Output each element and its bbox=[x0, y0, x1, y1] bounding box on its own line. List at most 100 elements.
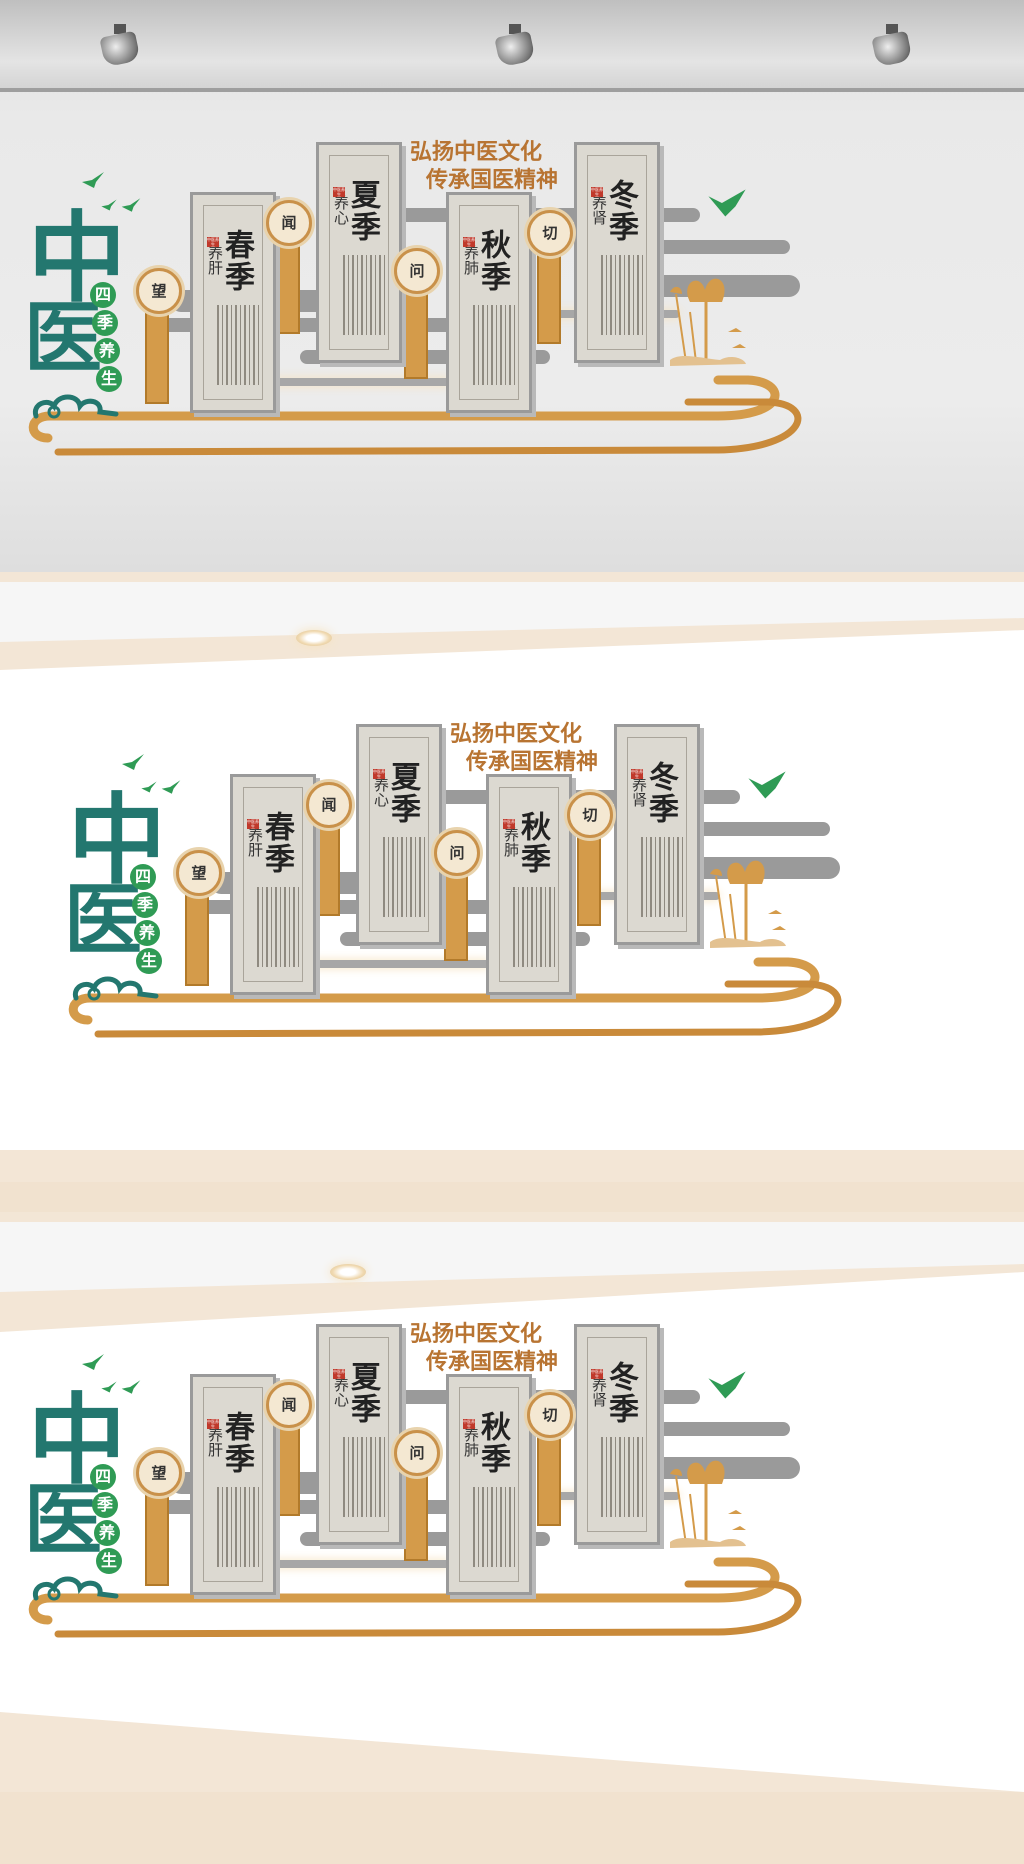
slogan-line-1: 弘扬中医文化 bbox=[410, 1322, 543, 1347]
rail-bar bbox=[270, 1560, 450, 1568]
gold-tab bbox=[316, 817, 340, 916]
season-panel-autumn: 秋季 养肺 中医养生 bbox=[446, 192, 532, 413]
bird-icon bbox=[708, 1371, 746, 1399]
season-name: 夏季 bbox=[345, 1361, 380, 1425]
season-organ: 养肺 bbox=[502, 827, 520, 857]
season-organ: 养肺 bbox=[462, 245, 480, 275]
text-column-lines bbox=[247, 887, 299, 967]
bird-icon bbox=[161, 780, 181, 794]
bird-icon bbox=[708, 189, 746, 217]
red-seal: 中医养生 bbox=[463, 1419, 475, 1429]
red-seal: 中医养生 bbox=[333, 1369, 345, 1379]
bird-icon bbox=[82, 172, 104, 188]
medal-qie: 切 bbox=[527, 1392, 573, 1438]
gold-tab bbox=[276, 1417, 300, 1516]
rail-bar bbox=[310, 960, 490, 968]
text-column-lines bbox=[503, 887, 555, 967]
medal-qie: 切 bbox=[567, 792, 613, 838]
bird-icon bbox=[748, 771, 786, 799]
medal-wen-smell: 闻 bbox=[266, 200, 312, 246]
season-name: 夏季 bbox=[385, 761, 420, 825]
season-name: 秋季 bbox=[475, 229, 510, 293]
subtitle-char: 四 bbox=[130, 864, 156, 890]
ceiling-light bbox=[296, 630, 332, 646]
red-seal: 中医养生 bbox=[373, 769, 385, 779]
gold-tab bbox=[185, 882, 209, 986]
rail-bar bbox=[640, 240, 790, 254]
mockup-scene-gallery: 春季 养肝 中医养生 夏季 养心 中医养生 秋季 养肺 中医养生 冬季 养肾 中… bbox=[0, 0, 1024, 572]
bird-icon bbox=[101, 199, 117, 211]
season-name: 冬季 bbox=[603, 1361, 638, 1425]
title-yi: 医 bbox=[64, 875, 143, 966]
text-column-lines bbox=[463, 1487, 515, 1567]
season-name: 秋季 bbox=[475, 1411, 510, 1475]
auspicious-cloud-icon bbox=[32, 394, 119, 419]
season-panel-autumn: 秋季 养肺 中医养生 bbox=[486, 774, 572, 995]
season-name: 春季 bbox=[259, 811, 294, 875]
gold-tab bbox=[444, 867, 468, 961]
medal-wang: 望 bbox=[176, 850, 222, 896]
bird-icon bbox=[141, 781, 157, 793]
red-seal: 中医养生 bbox=[247, 819, 259, 829]
rail-bar bbox=[640, 1422, 790, 1436]
ceiling-light bbox=[330, 1264, 366, 1280]
slogan-line-1: 弘扬中医文化 bbox=[450, 722, 583, 747]
slogan-line-2: 传承国医精神 bbox=[426, 1350, 559, 1375]
gold-tab bbox=[404, 285, 428, 379]
medal-wen-ask: 问 bbox=[434, 830, 480, 876]
spotlight-icon bbox=[494, 24, 536, 68]
subtitle-char: 生 bbox=[96, 366, 122, 392]
season-name: 冬季 bbox=[603, 179, 638, 243]
medal-qie: 切 bbox=[527, 210, 573, 256]
text-column-lines bbox=[631, 837, 683, 917]
season-name: 春季 bbox=[219, 229, 254, 293]
title-yi: 医 bbox=[24, 1475, 103, 1566]
gold-tab bbox=[537, 240, 561, 344]
season-organ: 养肾 bbox=[590, 195, 608, 225]
season-panel-summer: 夏季 养心 中医养生 bbox=[316, 1324, 402, 1545]
season-organ: 养肾 bbox=[590, 1377, 608, 1407]
subtitle-char: 养 bbox=[94, 338, 120, 364]
auspicious-cloud-icon bbox=[32, 1576, 119, 1601]
subtitle-char: 生 bbox=[136, 948, 162, 974]
slogan-line-2: 传承国医精神 bbox=[426, 168, 559, 193]
season-organ: 养肾 bbox=[630, 777, 648, 807]
text-column-lines bbox=[333, 1437, 385, 1517]
swirl-wave-decoration bbox=[28, 375, 802, 456]
gold-tab bbox=[276, 235, 300, 334]
subtitle-char: 养 bbox=[134, 920, 160, 946]
subtitle-char: 四 bbox=[90, 282, 116, 308]
text-column-lines bbox=[373, 837, 425, 917]
subtitle-char: 季 bbox=[132, 892, 158, 918]
text-column-lines bbox=[591, 1437, 643, 1517]
season-panel-winter: 冬季 养肾 中医养生 bbox=[614, 724, 700, 945]
season-panel-autumn: 秋季 养肺 中医养生 bbox=[446, 1374, 532, 1595]
spotlight-icon bbox=[99, 24, 141, 68]
lotus-icon bbox=[670, 1460, 746, 1548]
bird-icon bbox=[82, 1354, 104, 1370]
red-seal: 中医养生 bbox=[591, 187, 603, 197]
text-column-lines bbox=[333, 255, 385, 335]
text-column-lines bbox=[207, 1487, 259, 1567]
medal-wen-ask: 问 bbox=[394, 248, 440, 294]
medal-wen-smell: 闻 bbox=[306, 782, 352, 828]
lotus-icon bbox=[710, 860, 786, 948]
title-yi: 医 bbox=[24, 293, 103, 384]
season-panel-winter: 冬季 养肾 中医养生 bbox=[574, 142, 660, 363]
text-column-lines bbox=[207, 305, 259, 385]
bird-icon bbox=[121, 198, 141, 212]
season-organ: 养肺 bbox=[462, 1427, 480, 1457]
red-seal: 中医养生 bbox=[207, 237, 219, 247]
gold-tab bbox=[577, 822, 601, 926]
text-column-lines bbox=[591, 255, 643, 335]
season-panel-spring: 春季 养肝 中医养生 bbox=[190, 192, 276, 413]
subtitle-char: 季 bbox=[92, 310, 118, 336]
season-organ: 养肝 bbox=[246, 827, 264, 857]
season-name: 秋季 bbox=[515, 811, 550, 875]
season-panel-summer: 夏季 养心 中医养生 bbox=[356, 724, 442, 945]
season-organ: 养肝 bbox=[206, 245, 224, 275]
slogan-line-1: 弘扬中医文化 bbox=[410, 140, 543, 165]
gold-tab bbox=[145, 1482, 169, 1586]
mockup-scene-room-a: 春季 养肝 中医养生 夏季 养心 中医养生 秋季 养肺 中医养生 冬季 养肾 中… bbox=[0, 572, 1024, 1212]
medal-wang: 望 bbox=[136, 268, 182, 314]
